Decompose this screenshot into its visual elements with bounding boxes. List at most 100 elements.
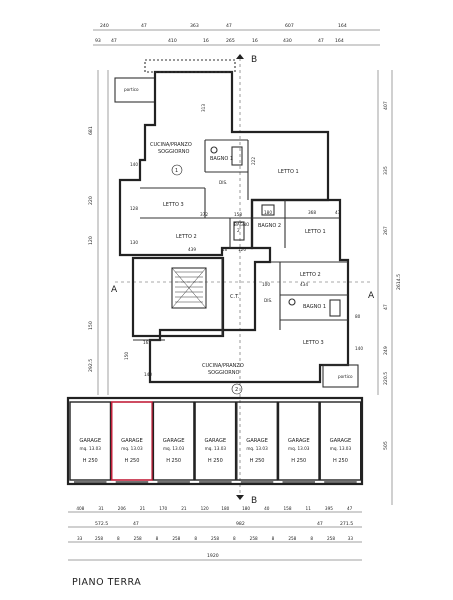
dim-left-2: 220 (88, 196, 94, 205)
dim-top2-1: 93 (95, 38, 101, 44)
garage-1-height: H 250 (83, 458, 98, 464)
room-bagno-2-u2: BAGNO 2 (258, 223, 281, 229)
terrace-top (144, 59, 236, 73)
dim-bottom1-12: 11 (306, 506, 312, 511)
dim-bottom2-5: 271.5 (340, 521, 353, 527)
dim-int-8: 180 (264, 210, 272, 215)
garage-6-label: GARAGE (288, 438, 310, 444)
dim-bottom3-6: 258 (172, 536, 180, 541)
dim-top2-5: 265 (226, 38, 235, 44)
dim-bottom1-10: 40 (264, 506, 270, 511)
dim-top-3: 363 (190, 23, 199, 29)
dim-bottom3-1: 33 (77, 536, 83, 541)
room-letto-3-u2: LETTO 3 (303, 340, 324, 346)
dim-bottom1-3: 206 (118, 506, 126, 511)
dim-top2-6: 16 (252, 38, 258, 44)
room-bagno-2-u1-l2: 2 (237, 228, 240, 233)
side-dimensions: 681 220 120 150 292.5 407 335 267 47 249… (88, 70, 402, 505)
unit-1: portico CUCINA/PRANZO SOGGIORNO 1 BAGNO … (114, 59, 330, 257)
dim-bottom3-11: 8 (272, 536, 275, 541)
dim-bottom2-4: 47 (317, 521, 323, 527)
garage-1-label: GARAGE (79, 438, 101, 444)
dim-int-7: 158 (234, 212, 242, 217)
dim-bottom1-6: 21 (181, 506, 187, 511)
room-cucina-1-line2: SOGGIORNO (158, 149, 189, 155)
dim-int-13: 120 (238, 247, 246, 252)
room-cucina-1-line1: CUCINA/PRANZO (150, 142, 192, 148)
dim-left-1: 681 (88, 126, 94, 135)
unit-number-1: 1 (175, 168, 178, 174)
dim-int-18: 150 (124, 352, 129, 360)
room-letto-2-u2: LETTO 2 (300, 272, 321, 278)
dim-int-5: 130 (130, 240, 138, 245)
dim-right-6: 220.5 (383, 372, 389, 385)
top-dimensions: 240 47 363 47 607 164 93 47 410 16 265 1… (93, 23, 380, 46)
section-a-left: A (111, 285, 118, 295)
garage-7-label: GARAGE (330, 438, 352, 444)
garage-5-area: mq. 13.03 (246, 446, 268, 451)
dim-top2-4: 16 (203, 38, 209, 44)
garage-4-height: H 250 (208, 458, 223, 464)
dim-bottom1-11: 158 (284, 506, 292, 511)
portico-bottom (322, 364, 359, 388)
dim-top2-7: 430 (283, 38, 292, 44)
garage-3-area: mq. 13.03 (163, 446, 185, 451)
room-portico-top: portico (124, 87, 139, 92)
garage-1-area: mq. 13.03 (80, 446, 102, 451)
dim-bottom3-3: 8 (117, 536, 120, 541)
garage-7 (319, 401, 362, 481)
dim-int-10: 47 (335, 210, 341, 215)
dim-int-2: 222 (251, 157, 256, 165)
garage-row: GARAGE mq. 13.03 H 250 GARAGE mq. 13.03 H 250… (66, 396, 364, 486)
dim-int-14: 100 (262, 282, 270, 287)
unit-number-2: 2 (235, 387, 238, 393)
room-dis-2: DIS. (264, 298, 272, 303)
dim-top2-9: 164 (335, 38, 344, 44)
room-bagno-1-u2: BAGNO 1 (303, 304, 326, 310)
dim-total-width: 1920 (207, 553, 219, 559)
dim-left-3: 120 (88, 236, 94, 245)
garage-3-height: H 250 (166, 458, 181, 464)
dim-top2-2: 47 (111, 38, 117, 44)
dim-bottom1-5: 170 (159, 506, 167, 511)
dim-int-1: 313 (201, 104, 206, 112)
room-letto-1-u1: LETTO 1 (278, 169, 299, 175)
room-cucina-2-line2: SOGGIORNO (208, 370, 239, 376)
garage-3-label: GARAGE (163, 438, 185, 444)
section-arrow-top-icon (236, 54, 244, 59)
dim-top-1: 240 (100, 23, 109, 29)
dim-bottom1-9: 180 (242, 506, 250, 511)
dim-bottom1-7: 120 (201, 506, 209, 511)
dim-bottom3-14: 258 (327, 536, 335, 541)
dim-bottom1-8: 180 (221, 506, 229, 511)
dim-right-3: 267 (383, 226, 389, 235)
dim-bottom3-5: 8 (156, 536, 159, 541)
room-bagno-1: BAGNO 1 (210, 156, 233, 162)
section-a-right: A (368, 291, 375, 301)
garage-2 (110, 401, 153, 481)
room-portico-bottom: portico (338, 374, 353, 379)
room-ct: C.T. (230, 294, 240, 300)
dim-bottom3-7: 8 (194, 536, 197, 541)
dim-bottom2-2: 47 (133, 521, 139, 527)
dim-bottom1-4: 21 (140, 506, 146, 511)
garage-4-label: GARAGE (204, 438, 226, 444)
garage-3 (152, 401, 195, 481)
garage-4-area: mq. 13.03 (205, 446, 227, 451)
dim-int-19: 80 (355, 314, 361, 319)
dim-top2-8: 47 (318, 38, 324, 44)
garage-5-height: H 250 (250, 458, 265, 464)
room-letto-2-u1: LETTO 2 (176, 234, 197, 240)
garage-2-height: H 250 (124, 458, 139, 464)
dim-int-6: 372 (200, 212, 208, 217)
garage-5-label: GARAGE (246, 438, 268, 444)
garage-6 (277, 401, 320, 481)
dim-int-20: 140 (355, 346, 363, 351)
dim-int-4: 128 (130, 206, 138, 211)
section-b-top: B (251, 55, 257, 65)
dim-bottom3-13: 8 (310, 536, 313, 541)
dim-bottom1-14: 47 (347, 506, 353, 511)
dim-bottom3-8: 258 (211, 536, 219, 541)
dim-bottom3-4: 258 (134, 536, 142, 541)
